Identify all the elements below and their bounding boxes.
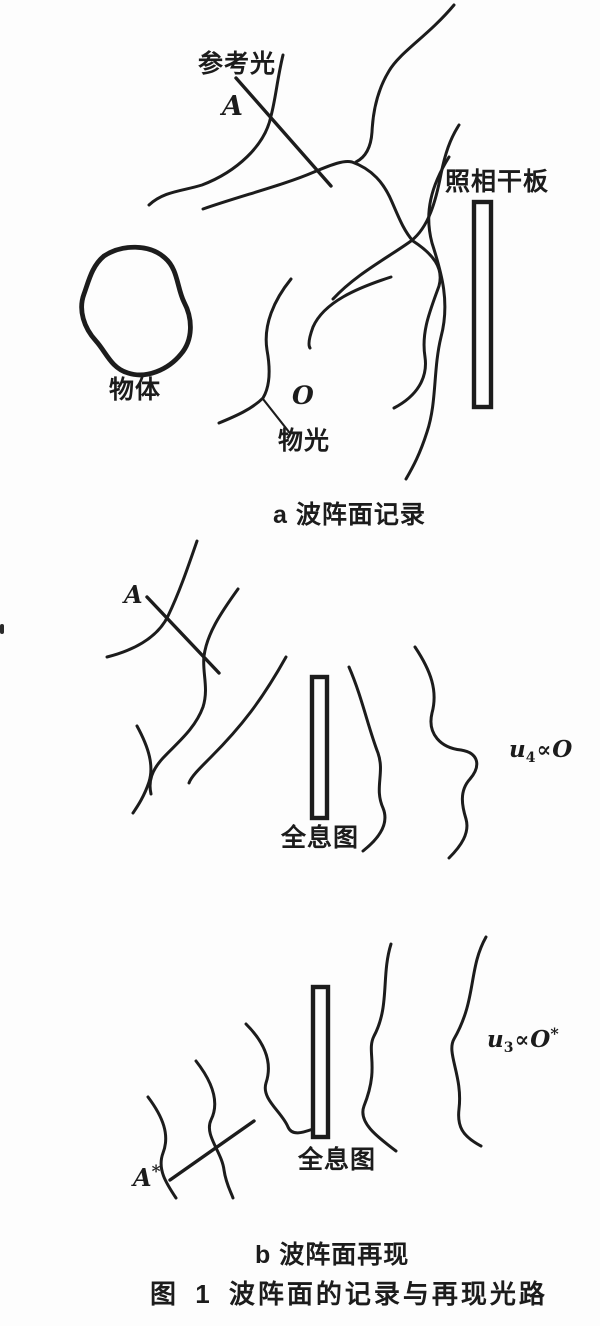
wavefront-curve — [347, 665, 387, 853]
hologram-plate-shape — [310, 984, 331, 1140]
formula-subscript: 3 — [503, 1040, 514, 1056]
reconstruction-beam-line — [145, 595, 221, 675]
formula-subscript: 4 — [525, 750, 536, 766]
wavefront-curve — [201, 160, 442, 410]
point-a-label: A — [124, 580, 143, 609]
wavefront-curve — [187, 655, 288, 785]
proportional-to-symbol: ∝ — [514, 1027, 530, 1053]
object-light-leader-line — [261, 397, 291, 434]
panel-b-caption: b 波阵面再现 — [255, 1241, 410, 1269]
point-a-base: A — [133, 1163, 152, 1192]
scan-speck — [0, 624, 4, 634]
formula-base: u — [509, 736, 526, 763]
reference-beam-line — [234, 76, 333, 188]
proportional-to-symbol: ∝ — [536, 737, 552, 763]
formula-rhs: O — [552, 736, 573, 763]
wavefront-curve — [413, 645, 479, 860]
formula-superscript: * — [550, 1024, 559, 1043]
object-label: 物体 — [109, 376, 162, 404]
wavefront-curve — [217, 277, 293, 425]
conjugate-beam-line — [168, 1119, 256, 1182]
wavefront-curve — [194, 1059, 235, 1200]
hologram-plate-shape — [309, 674, 330, 821]
wavefront-curve — [307, 275, 393, 350]
wavefront-curve — [105, 539, 199, 659]
reference-light-label: 参考光 — [198, 50, 277, 78]
wavefront-curve — [148, 587, 240, 796]
figure-caption: 图 1 波阵面的记录与再现光路 — [150, 1279, 548, 1309]
formula-rhs: O — [530, 1026, 551, 1053]
panel-a-caption: a 波阵面记录 — [273, 501, 426, 529]
wavefront-curve — [450, 935, 488, 1148]
wavefront-curve — [354, 3, 456, 164]
wavefront-curve — [361, 942, 398, 1153]
conjugate-star: * — [151, 1162, 161, 1182]
point-a-conjugate-label: A* — [133, 1164, 161, 1190]
u4-formula: u4∝O — [509, 736, 572, 765]
hologram-label: 全息图 — [281, 824, 360, 852]
wavefront-curve — [146, 1095, 178, 1200]
formula-base: u — [487, 1026, 504, 1053]
wavefront-curve — [131, 724, 153, 815]
object-light-label: 物光 — [278, 427, 331, 455]
wavefront-curve — [147, 53, 285, 207]
wavefront-curve — [244, 1022, 315, 1135]
wavefront-curve — [404, 155, 451, 481]
u3-formula: u3∝O* — [487, 1024, 559, 1056]
hologram-label: 全息图 — [298, 1146, 377, 1174]
point-a-label: A — [222, 91, 243, 122]
photographic-plate-label: 照相干板 — [445, 168, 550, 196]
photographic-plate-shape — [471, 199, 494, 410]
point-o-label: O — [292, 381, 314, 410]
object-blob — [79, 244, 193, 378]
